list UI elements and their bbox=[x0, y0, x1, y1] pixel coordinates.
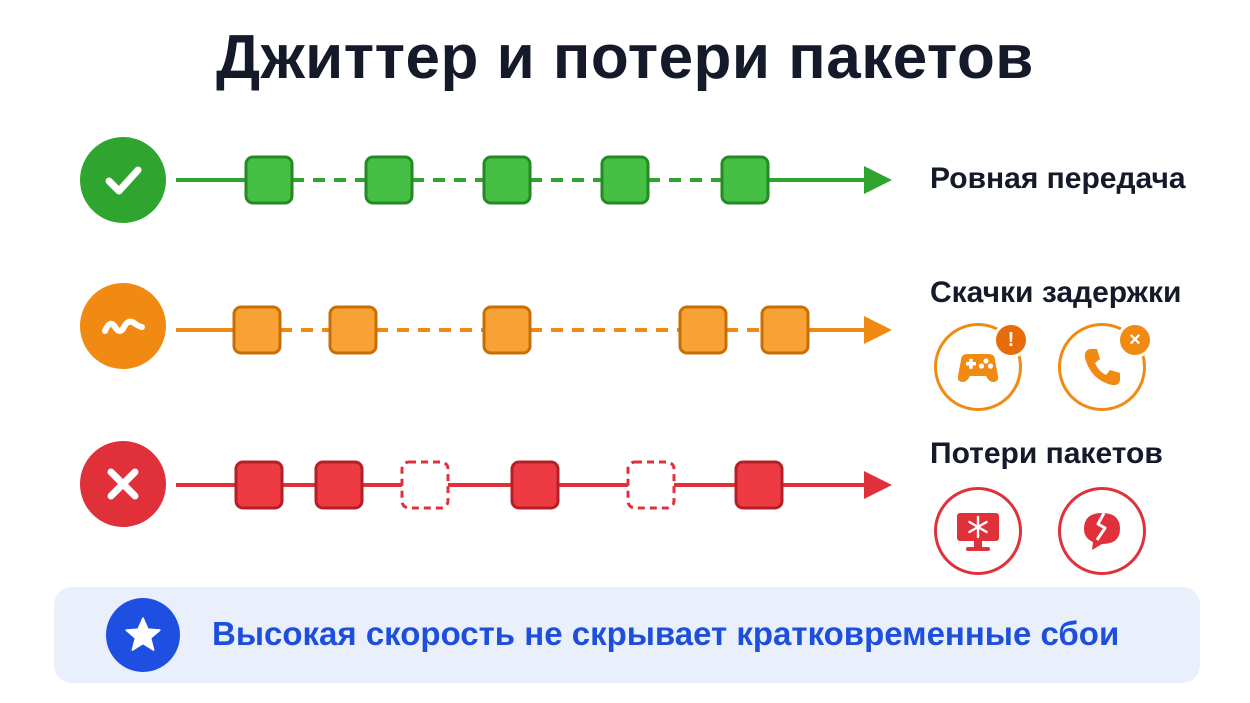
packet bbox=[314, 460, 364, 510]
arrow-head bbox=[864, 471, 892, 499]
packet bbox=[328, 305, 378, 355]
packet bbox=[232, 305, 282, 355]
packet bbox=[234, 460, 284, 510]
gamepad-icon bbox=[957, 354, 999, 382]
packet bbox=[734, 460, 784, 510]
phone-app-icon: × bbox=[1058, 322, 1153, 411]
lost-packet bbox=[400, 460, 450, 510]
alert-badge-icon: ! bbox=[993, 322, 1029, 358]
banner-text: Высокая скорость не скрывает кратковреме… bbox=[212, 615, 1120, 652]
arrow-head bbox=[864, 316, 892, 344]
packet bbox=[364, 155, 414, 205]
page-title: Джиттер и потери пакетов bbox=[216, 23, 1034, 92]
frozen-screen-icon bbox=[957, 513, 999, 551]
packet bbox=[600, 155, 650, 205]
checkmark-icon bbox=[80, 137, 166, 223]
broken-chat-icon bbox=[1084, 512, 1120, 550]
packet bbox=[482, 305, 532, 355]
packet bbox=[482, 155, 532, 205]
packet bbox=[760, 305, 810, 355]
frozen-screen-app-icon bbox=[934, 487, 1022, 575]
gamepad-app-icon: ! bbox=[934, 322, 1029, 411]
close-badge-icon: × bbox=[1117, 322, 1153, 358]
summary-banner: Высокая скорость не скрывает кратковреме… bbox=[54, 587, 1200, 683]
packet bbox=[244, 155, 294, 205]
packet-stream-loss bbox=[176, 460, 892, 510]
packet bbox=[720, 155, 770, 205]
arrow-head bbox=[864, 166, 892, 194]
row-label-smooth: Ровная передача bbox=[930, 162, 1186, 195]
star-icon bbox=[106, 598, 180, 672]
lost-packet bbox=[626, 460, 676, 510]
wave-icon bbox=[80, 283, 166, 369]
broken-chat-app-icon bbox=[1058, 487, 1146, 575]
cross-icon bbox=[80, 441, 166, 527]
packet bbox=[510, 460, 560, 510]
phone-icon bbox=[1084, 349, 1120, 386]
row-label-loss: Потери пакетов bbox=[930, 437, 1163, 470]
row-label-jitter: Скачки задержки bbox=[930, 276, 1182, 309]
packet bbox=[678, 305, 728, 355]
packet-stream-smooth bbox=[176, 155, 892, 205]
packet-stream-jitter bbox=[176, 305, 892, 355]
